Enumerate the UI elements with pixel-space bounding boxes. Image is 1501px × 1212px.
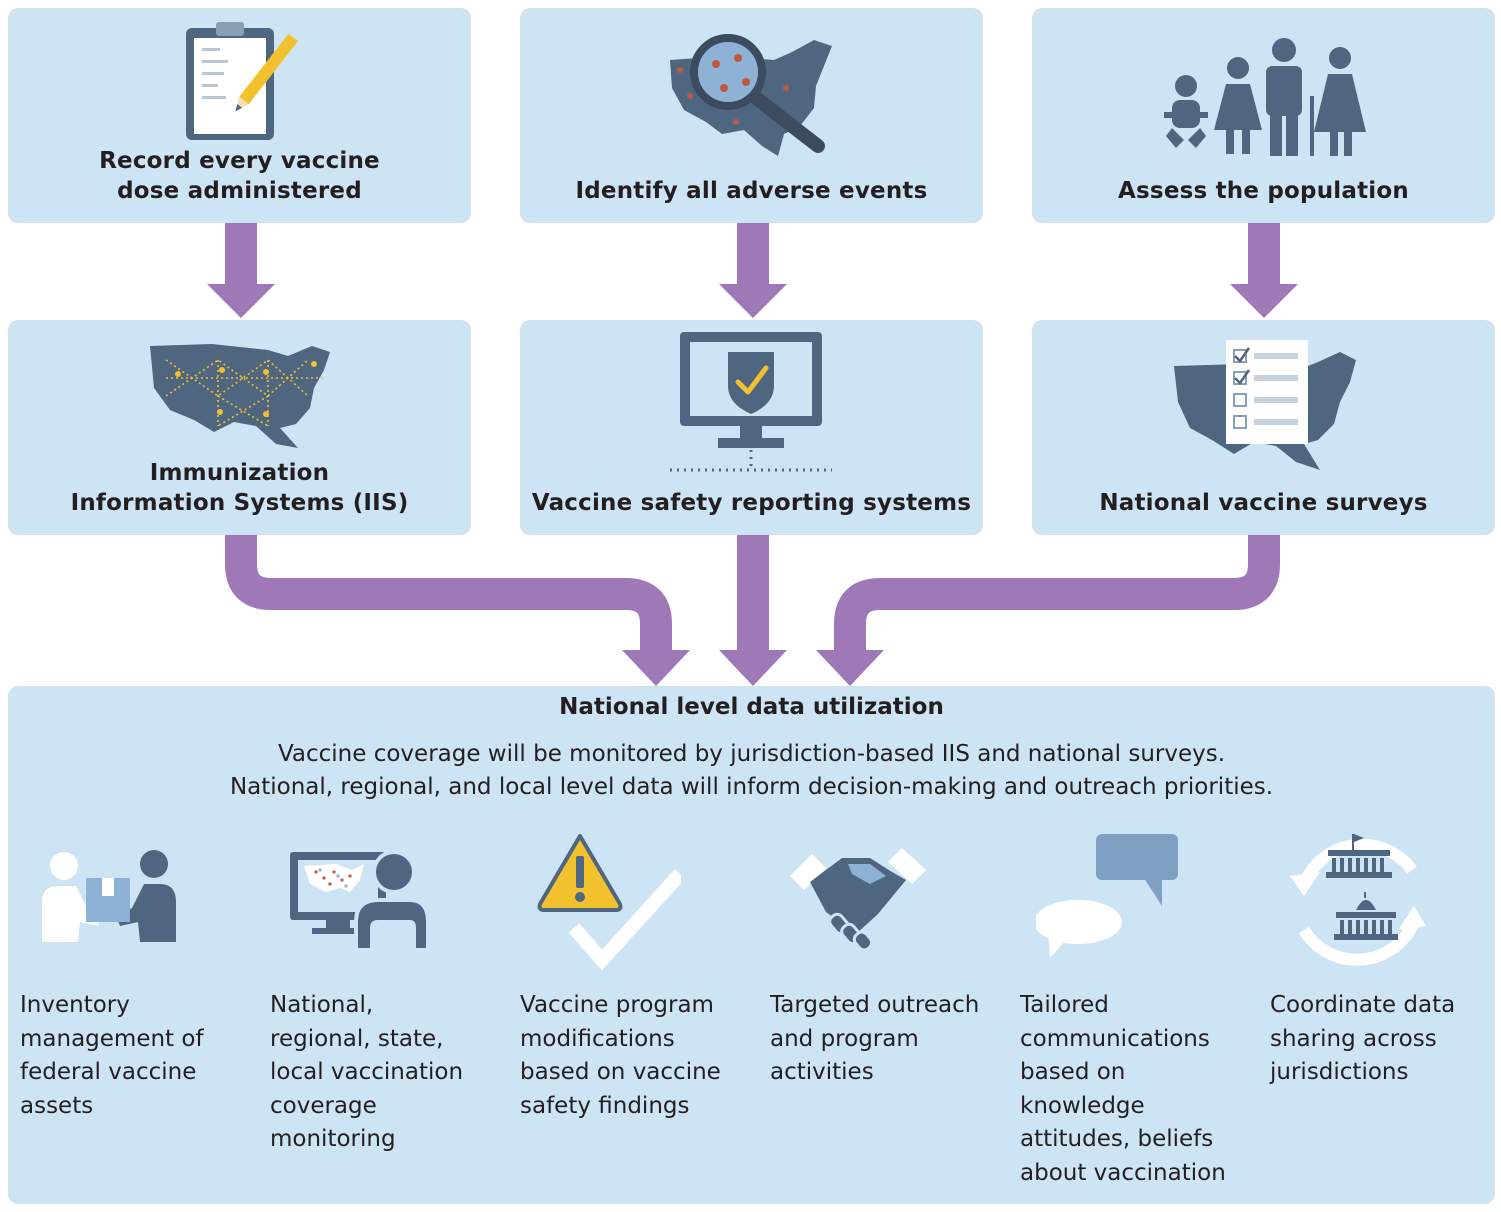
buildings-cycle-icon xyxy=(1290,834,1426,966)
utilization-label-line: and program xyxy=(770,1025,919,1052)
source-box-assess-population: Assess the population xyxy=(1032,8,1495,223)
utilization-label-line: knowledge xyxy=(1020,1092,1145,1119)
utilization-label-line: regional, state, xyxy=(270,1025,444,1052)
arrow-adverse-to-safety xyxy=(719,223,787,318)
map-magnifier-icon xyxy=(670,34,832,156)
arrow-record-to-iis xyxy=(207,223,275,318)
package-handoff-icon xyxy=(42,850,176,942)
national-title: National level data utilization xyxy=(559,694,944,720)
speech-bubbles-icon xyxy=(1036,834,1178,958)
utilization-label-line: modifications xyxy=(520,1025,675,1052)
utilization-label-line: Targeted outreach xyxy=(770,992,980,1018)
utilization-label-line: local vaccination xyxy=(270,1059,464,1085)
national-description-line: National, regional, and local level data… xyxy=(229,774,1274,800)
arrow-population-to-surveys xyxy=(1230,223,1298,318)
network-map-icon xyxy=(150,344,330,448)
utilization-program-modifications: Vaccine program modifications based on v… xyxy=(508,830,733,1123)
system-box-iis: Immunization Information Systems (IIS) xyxy=(8,320,471,535)
monitor-shield-icon xyxy=(670,332,832,472)
utilization-coverage-monitoring: National, regional, state, local vaccina… xyxy=(258,830,483,1157)
family-icon xyxy=(1164,38,1366,156)
utilization-label-line: Tailored xyxy=(1020,992,1109,1018)
survey-map-icon xyxy=(1174,340,1356,470)
utilization-label: Tailored communications based on knowled… xyxy=(1020,989,1233,1190)
source-box-record-doses: Record every vaccine dose administered xyxy=(8,8,471,223)
national-description-line: Vaccine coverage will be monitored by ju… xyxy=(277,741,1226,767)
utilization-label-line: Inventory xyxy=(20,992,130,1018)
utilization-label: Inventory management of federal vaccine … xyxy=(20,989,233,1123)
source-label-line: Assess the population xyxy=(1118,178,1409,204)
utilization-label-line: attitudes, beliefs xyxy=(1020,1126,1214,1152)
utilization-label: Coordinate data sharing across jurisdict… xyxy=(1270,989,1483,1090)
national-description: Vaccine coverage will be monitored by ju… xyxy=(8,738,1495,804)
utilization-label: National, regional, state, local vaccina… xyxy=(270,989,483,1157)
source-label-line: Identify all adverse events xyxy=(575,178,928,204)
utilization-label-line: monitoring xyxy=(270,1126,396,1152)
utilization-label-line: based on vaccine xyxy=(520,1059,721,1085)
arrow-safety-to-national xyxy=(737,535,769,652)
utilization-label-line: Coordinate data xyxy=(1270,992,1456,1018)
source-label-line: Record every vaccine xyxy=(99,148,380,174)
source-label-line: dose administered xyxy=(117,178,362,204)
utilization-inventory: Inventory management of federal vaccine … xyxy=(8,830,233,1123)
utilization-label-line: safety findings xyxy=(520,1092,690,1119)
national-utilization-box: National level data utilization Vaccine … xyxy=(8,686,1495,1204)
utilization-label-line: management of xyxy=(20,1025,204,1052)
utilization-label-line: based on xyxy=(1020,1059,1126,1085)
utilization-label-line: communications xyxy=(1020,1025,1210,1052)
utilization-label-line: coverage xyxy=(270,1092,377,1119)
utilization-label-line: jurisdictions xyxy=(1270,1059,1409,1085)
utilization-data-sharing: Coordinate data sharing across jurisdict… xyxy=(1258,830,1483,1090)
system-box-national-surveys: National vaccine surveys xyxy=(1032,320,1495,535)
utilization-tailored-communications: Tailored communications based on knowled… xyxy=(1008,830,1233,1190)
utilization-label-line: federal vaccine xyxy=(20,1059,197,1085)
utilization-label-line: activities xyxy=(770,1059,874,1085)
clipboard-pencil-icon xyxy=(186,22,298,140)
system-box-safety-reporting: Vaccine safety reporting systems xyxy=(520,320,983,535)
warning-check-icon xyxy=(537,834,681,971)
monitor-person-icon xyxy=(290,850,430,952)
utilization-targeted-outreach: Targeted outreach and program activities xyxy=(758,830,983,1090)
utilization-label-line: about vaccination xyxy=(1020,1159,1226,1186)
utilization-label-line: National, xyxy=(270,992,374,1018)
handshake-icon xyxy=(790,848,926,952)
utilization-label-line: Vaccine program xyxy=(520,992,714,1018)
utilization-label: Vaccine program modifications based on v… xyxy=(520,989,733,1123)
source-box-adverse-events: Identify all adverse events xyxy=(520,8,983,223)
utilization-label-line: sharing across xyxy=(1270,1025,1437,1052)
system-label-line: Immunization xyxy=(149,460,330,486)
arrow-surveys-to-national xyxy=(834,535,1280,652)
system-label-line: Information Systems (IIS) xyxy=(70,490,409,516)
arrow-iis-to-national xyxy=(225,535,672,652)
utilization-label-line: assets xyxy=(20,1092,94,1119)
system-label-line: National vaccine surveys xyxy=(1099,490,1428,516)
utilization-label: Targeted outreach and program activities xyxy=(770,989,983,1090)
system-label-line: Vaccine safety reporting systems xyxy=(531,490,972,516)
